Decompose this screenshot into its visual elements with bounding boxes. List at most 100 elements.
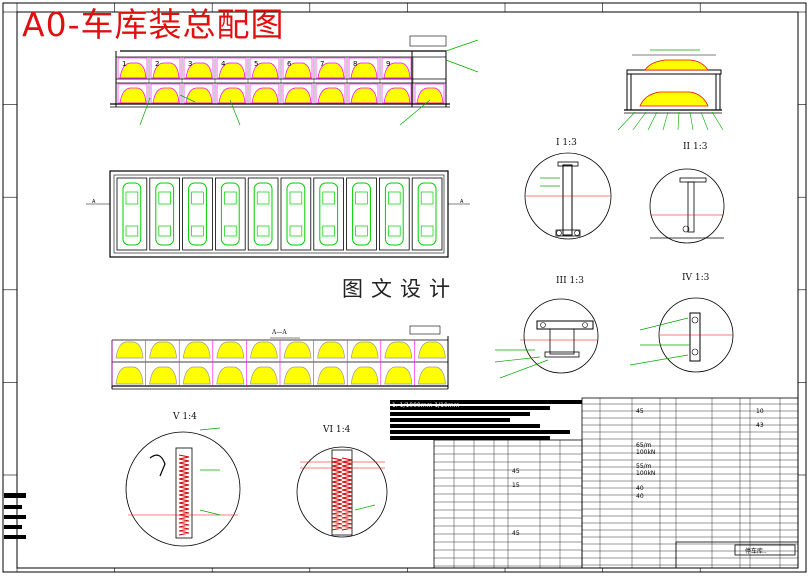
car-lower	[350, 87, 378, 104]
section-car-lower	[149, 366, 177, 385]
plan-bay	[313, 177, 344, 251]
border-ticks	[3, 3, 806, 572]
plan-car-window	[256, 191, 270, 205]
plan-bay	[149, 177, 181, 251]
plan-car-window	[355, 225, 368, 237]
tb-mid-2: 100kN	[636, 449, 656, 456]
pallet-lower	[183, 83, 214, 104]
car-lower	[317, 87, 345, 104]
pallet-lower	[414, 83, 445, 104]
upper-level-cars	[117, 57, 412, 79]
car-upper	[284, 62, 312, 79]
plan-car	[319, 182, 339, 246]
section-label: A—A	[272, 329, 287, 336]
car-upper	[350, 62, 378, 79]
plan-bay	[346, 177, 377, 251]
section-car-upper	[250, 341, 278, 359]
tb-value-6: 43	[756, 422, 764, 429]
tb-value-4: 45	[636, 408, 644, 415]
plan-car	[122, 182, 142, 246]
plan-car-window	[289, 191, 303, 205]
plan-car-window	[388, 225, 401, 237]
detail-VI	[296, 446, 388, 538]
car-upper	[218, 62, 246, 79]
plan-car-window	[289, 225, 303, 237]
detail-V	[125, 427, 241, 547]
car-upper	[119, 62, 147, 79]
space-label: 2	[155, 60, 159, 68]
pallet-upper	[150, 57, 181, 79]
spring-path	[341, 457, 353, 531]
tb-logo-caption: 停车库..	[745, 548, 767, 555]
plan-car-window	[158, 191, 171, 205]
section-car-lower	[384, 366, 413, 385]
tb-mid-1: 65/m	[636, 442, 652, 449]
detail-III-label: III 1:3	[556, 276, 585, 286]
space-label: 3	[188, 60, 192, 68]
plan-bay	[378, 177, 410, 251]
detail-II	[649, 168, 725, 244]
plan-bay	[280, 177, 312, 251]
tb-mid-5: 40	[636, 485, 644, 492]
side-elevation-view	[617, 49, 724, 131]
leader-line	[632, 111, 647, 131]
car-lower	[284, 87, 312, 104]
tb-value-2: 15	[512, 482, 520, 489]
plan-car-window	[420, 191, 434, 205]
car-lower	[251, 87, 279, 104]
space-label: 1	[122, 60, 126, 68]
section-lower-cars	[111, 340, 446, 386]
space-label: 7	[320, 60, 324, 68]
space-label: 8	[353, 60, 357, 68]
section-car-lower	[317, 366, 345, 385]
plan-car	[155, 182, 175, 246]
pallet-lower	[348, 83, 379, 104]
lower-level-cars	[115, 57, 445, 104]
title-block	[390, 397, 799, 569]
detail-I-label: I 1:3	[556, 138, 577, 148]
plan-car-window	[191, 225, 204, 237]
detail-IV	[629, 297, 734, 373]
plan-car	[384, 182, 404, 246]
notes-line: 1. 1/1000mm 1/10mm	[392, 402, 460, 409]
pallet-upper	[315, 57, 346, 79]
section-car-lower	[216, 366, 245, 385]
tb-mid-4: 100kN	[636, 470, 656, 477]
leader-line	[711, 111, 724, 131]
pallet-lower	[282, 83, 313, 104]
pallet-upper	[348, 57, 379, 79]
pallet-upper	[381, 57, 412, 79]
plan-car-window	[191, 191, 204, 205]
plan-car-window	[420, 225, 434, 237]
plan-car-window	[355, 191, 368, 205]
section-car-lower	[182, 366, 211, 385]
detail-IV-label: IV 1:3	[682, 273, 710, 283]
pallet-lower	[249, 83, 280, 104]
car-upper	[152, 62, 180, 79]
car-lower	[416, 87, 444, 104]
plan-bay	[411, 177, 443, 251]
section-car-lower	[350, 366, 379, 385]
section-car-upper	[216, 341, 245, 359]
pallet-lower	[150, 83, 181, 104]
section-upper-cars	[115, 341, 446, 359]
leader-line	[662, 111, 669, 131]
plan-car-window	[125, 191, 139, 205]
spring-path	[331, 457, 343, 531]
watermark-text: 图文设计	[338, 273, 462, 303]
leader-line	[700, 111, 709, 131]
section-car-upper	[384, 341, 413, 359]
plan-car-window	[388, 191, 401, 205]
space-label: 4	[221, 60, 226, 68]
section-car-upper	[149, 341, 177, 359]
detail-VI-label: VI 1:4	[323, 425, 351, 435]
detail-II-label: II 1:3	[683, 142, 708, 152]
spring-path	[178, 454, 190, 536]
plan-car-window	[256, 225, 270, 237]
car-lower	[119, 87, 147, 104]
plan-car-window	[125, 225, 139, 237]
